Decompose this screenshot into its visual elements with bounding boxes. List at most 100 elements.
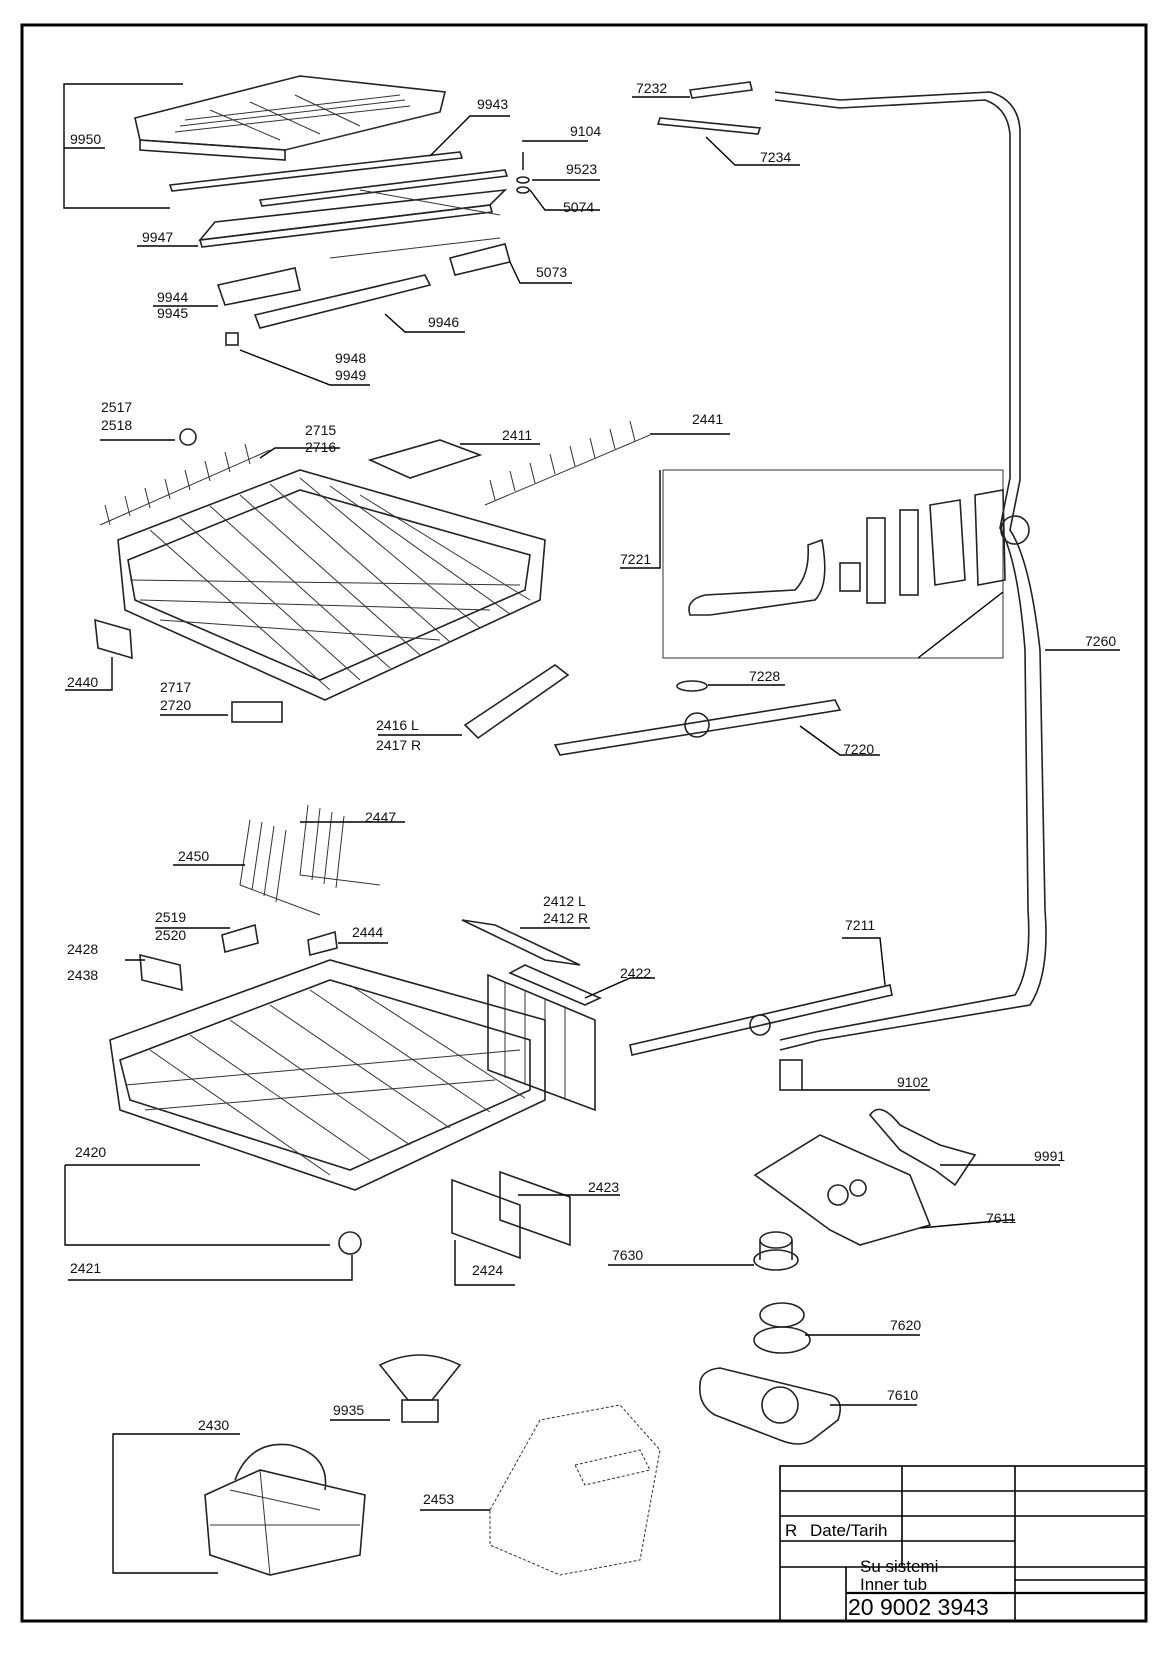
filter-7630 (753, 1231, 799, 1271)
cutlery-tray-9950 (134, 75, 446, 161)
label-2417: 2417 R (376, 737, 422, 753)
tine-row-2441 (484, 420, 651, 506)
spray-arm-7220 (553, 699, 842, 756)
label-7260: 7260 (1085, 633, 1117, 649)
rail-bracket-9944 (216, 267, 301, 306)
label-2447: 2447 (365, 809, 397, 825)
label-2440: 2440 (67, 674, 99, 690)
label-9949: 9949 (335, 367, 367, 383)
bracket-9991 (868, 1108, 977, 1187)
title-block (779, 1465, 1147, 1622)
label-7228: 7228 (749, 668, 781, 684)
rail-bracket-5073 (448, 243, 511, 276)
label-9948: 9948 (335, 350, 367, 366)
label-5073: 5073 (536, 264, 568, 280)
label-7232: 7232 (636, 80, 668, 96)
clip-2517 (179, 428, 197, 446)
label-2517: 2517 (101, 399, 133, 415)
label-2444: 2444 (352, 924, 384, 940)
funnel-9935 (378, 1354, 462, 1423)
label-7220: 7220 (843, 741, 875, 757)
label-2412-r: 2412 R (543, 910, 589, 926)
drawing-number: 20 9002 3943 (848, 1594, 989, 1620)
tines-2423-2424 (451, 1170, 571, 1260)
label-9104: 9104 (570, 123, 602, 139)
stopper-9948 (225, 332, 239, 346)
rail-9946 (253, 274, 432, 329)
wheel-2421 (338, 1231, 362, 1255)
cover-7611 (753, 1134, 932, 1246)
title-block-date: Date/Tarih (810, 1521, 888, 1540)
label-2519: 2519 (155, 909, 187, 925)
label-2720: 2720 (160, 697, 192, 713)
label-9947: 9947 (142, 229, 174, 245)
cup-shelf-2411 (367, 439, 483, 479)
tines-2450-2447 (239, 804, 381, 916)
label-2412-l: 2412 L (543, 893, 586, 909)
label-2424: 2424 (472, 1262, 504, 1278)
cap-7232 (689, 81, 753, 99)
gasket-7610 (698, 1367, 841, 1445)
handle-2428 (139, 953, 183, 992)
label-9523: 9523 (566, 161, 598, 177)
oring-7228 (676, 680, 708, 692)
title-block-title-tr: Su sistemi (860, 1557, 939, 1576)
label-2422: 2422 (620, 965, 652, 981)
title-block-revision: R (785, 1521, 798, 1540)
upper-basket (117, 469, 546, 701)
leader-lines (63, 83, 1120, 1574)
label-2518: 2518 (101, 417, 133, 433)
label-9950: 9950 (70, 131, 102, 147)
spray-arm-7234 (656, 117, 762, 135)
label-7630: 7630 (612, 1247, 644, 1263)
label-7610: 7610 (887, 1387, 919, 1403)
lower-basket-2420 (109, 959, 546, 1191)
tine-row-2715 (99, 443, 271, 526)
label-2716: 2716 (305, 439, 337, 455)
label-9945: 9945 (157, 305, 189, 321)
label-2520: 2520 (155, 927, 187, 943)
rails-9947-9943 (168, 151, 509, 259)
label-9943: 9943 (477, 96, 509, 112)
label-2420: 2420 (75, 1144, 107, 1160)
label-2715: 2715 (305, 422, 337, 438)
label-9946: 9946 (428, 314, 460, 330)
clip-2444 (307, 930, 338, 957)
label-2411: 2411 (502, 427, 533, 443)
fold-tines-2422 (487, 973, 596, 1112)
label-2441: 2441 (692, 411, 724, 427)
filter-7620 (753, 1302, 811, 1354)
label-9102: 9102 (897, 1074, 929, 1090)
clip-2519 (221, 923, 259, 954)
label-2416: 2416 L (376, 717, 419, 733)
water-pipe-7260 (774, 91, 1047, 1051)
label-9935: 9935 (333, 1402, 365, 1418)
label-2423: 2423 (588, 1179, 620, 1195)
label-2421: 2421 (70, 1260, 102, 1276)
label-7611: 7611 (986, 1210, 1017, 1226)
label-2450: 2450 (178, 848, 210, 864)
label-7211: 7211 (845, 917, 876, 933)
sheet-border (20, 23, 1148, 1623)
label-7234: 7234 (760, 149, 792, 165)
shelf-2412 (461, 919, 602, 1006)
label-2438: 2438 (67, 967, 99, 983)
title-block-title-en: Inner tub (860, 1575, 928, 1594)
label-5074: 5074 (563, 199, 595, 215)
rack-adjuster-2416 (463, 664, 570, 740)
label-7620: 7620 (890, 1317, 922, 1333)
cutlery-basket-2430 (204, 1443, 366, 1576)
label-2453: 2453 (423, 1491, 455, 1507)
label-2428: 2428 (67, 941, 99, 957)
label-7221: 7221 (620, 551, 652, 567)
spray-arm-assembly-7221 (662, 469, 1006, 659)
label-2717: 2717 (160, 679, 192, 695)
clip-2717 (231, 701, 283, 723)
label-9991: 9991 (1034, 1148, 1066, 1164)
label-2430: 2430 (198, 1417, 230, 1433)
accessory-2453 (489, 1404, 661, 1576)
label-9944: 9944 (157, 289, 189, 305)
screw-stack-9104 (516, 152, 530, 194)
